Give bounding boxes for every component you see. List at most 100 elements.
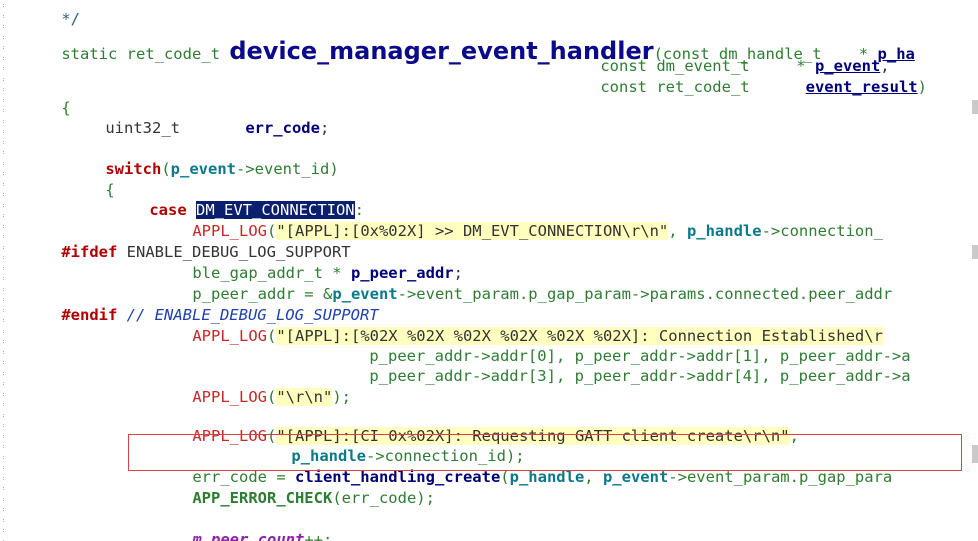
selected-token[interactable]: DM_EVT_CONNECTION <box>196 201 355 219</box>
code-line: uint32_t err_code; <box>68 98 329 137</box>
gutter-marker <box>3 539 8 541</box>
param-handle[interactable]: p_ha <box>877 45 915 63</box>
function-name[interactable]: device_manager_event_handler <box>229 37 654 65</box>
punctuation: ( <box>161 160 171 178</box>
operator: ++; <box>304 531 333 541</box>
keyword-case: case <box>149 201 187 219</box>
keyword-switch: switch <box>105 160 162 178</box>
code-line: { <box>68 160 114 199</box>
macro-appl-log[interactable]: APPL_LOG <box>192 222 267 240</box>
gutter-marker <box>3 508 8 511</box>
gutter-marker <box>3 319 8 322</box>
code-line: static ret_code_t device_manager_event_h… <box>24 6 915 65</box>
gutter-marker <box>3 350 8 354</box>
punctuation: ( <box>266 388 277 406</box>
gutter-marker <box>3 182 8 186</box>
gutter-marker <box>3 413 8 417</box>
scrollbar-marker[interactable] <box>972 245 978 259</box>
gutter-marker <box>3 403 8 406</box>
gutter-marker <box>3 4 8 7</box>
string-literal: "\r\n" <box>276 388 333 406</box>
member-access: ->connection_id); <box>365 447 525 465</box>
gutter-marker <box>3 193 8 196</box>
member-access: ->event_param.p_gap_param->params.connec… <box>397 285 893 303</box>
gutter-marker <box>3 203 8 207</box>
code-line: APPL_LOG("[APPL]:[CI 0x%02X]: Requesting… <box>155 406 799 445</box>
scrollbar-marker[interactable] <box>972 100 978 114</box>
punctuation: ); <box>332 388 351 406</box>
variable-m-peer-count[interactable]: m_peer_count <box>192 531 305 541</box>
punctuation: ( <box>266 327 277 345</box>
code-line: APPL_LOG("\r\n"); <box>155 367 351 406</box>
param-event[interactable]: p_event <box>814 57 881 75</box>
variable-p-handle[interactable]: p_handle <box>686 222 762 240</box>
code-line: #endif // ENABLE_DEBUG_LOG_SUPPORT <box>24 285 378 324</box>
code-line: const ret_code_t event_result) <box>563 57 927 96</box>
string-literal: "[APPL]:[0x%02X] >> DM_EVT_CONNECTION\r\… <box>276 222 669 240</box>
member-access: ->event_param.p_gap_para <box>668 468 893 486</box>
macro-app-error-check[interactable]: APP_ERROR_CHECK <box>192 489 333 507</box>
function-call-client-handling-create[interactable]: client_handling_create <box>294 468 501 486</box>
gutter-marker <box>3 35 8 39</box>
brace: { <box>61 99 71 117</box>
gutter-marker <box>3 98 8 102</box>
code-line: p_peer_addr = &p_event->event_param.p_ga… <box>155 264 892 303</box>
gutter-marker <box>3 466 8 469</box>
param-type: const ret_code_t <box>600 78 806 96</box>
variable-p-handle[interactable]: p_handle <box>509 468 585 486</box>
macro-appl-log[interactable]: APPL_LOG <box>192 327 267 345</box>
gutter-marker <box>3 235 8 238</box>
code-line: { <box>24 78 70 117</box>
gutter-marker <box>3 119 8 123</box>
line-gutter <box>0 0 14 541</box>
variable-err-code[interactable]: err_code <box>245 119 320 137</box>
punctuation: ; <box>453 264 463 282</box>
gutter-marker <box>3 266 8 270</box>
param-event-result[interactable]: event_result <box>805 78 918 96</box>
punctuation: ( <box>266 427 277 445</box>
punctuation: , <box>789 427 799 445</box>
gutter-marker <box>3 67 8 70</box>
gutter-marker <box>3 214 8 217</box>
punctuation: ( <box>500 468 510 486</box>
punctuation: , <box>668 222 687 240</box>
code-line: */ <box>24 0 80 28</box>
code-line: err_code = client_handling_create(p_hand… <box>155 447 892 486</box>
member-access: ->connection_ <box>761 222 883 240</box>
punctuation: , <box>584 468 603 486</box>
gutter-marker <box>3 151 8 154</box>
scrollbar-marker[interactable] <box>972 445 978 463</box>
gutter-marker <box>3 77 8 81</box>
argument-list: p_peer_addr->addr[0], p_peer_addr->addr[… <box>369 347 911 365</box>
code-line: APPL_LOG("[APPL]:[%02X %02X %02X %02X %0… <box>155 306 883 345</box>
macro-appl-log[interactable]: APPL_LOG <box>192 427 267 445</box>
gutter-marker <box>3 424 8 427</box>
gutter-marker <box>3 172 8 175</box>
gutter-marker <box>3 130 8 133</box>
string-literal: "[APPL]:[%02X %02X %02X %02X %02X %02X]:… <box>276 327 883 345</box>
brace: { <box>105 181 115 199</box>
macro-appl-log[interactable]: APPL_LOG <box>192 388 267 406</box>
gutter-marker <box>3 298 8 301</box>
gutter-marker <box>3 161 8 165</box>
gutter-marker <box>3 445 8 448</box>
gutter-marker <box>3 140 8 144</box>
gutter-marker <box>3 287 8 291</box>
variable-p-event[interactable]: p_event <box>170 160 236 178</box>
gutter-marker <box>3 340 8 343</box>
variable-p-event[interactable]: p_event <box>332 285 398 303</box>
directive-endif: #endif <box>61 306 118 324</box>
gutter-marker <box>3 434 8 438</box>
return-type: static ret_code_t <box>61 45 230 63</box>
member-access: ->event_id) <box>236 160 339 178</box>
punctuation: ( <box>266 222 277 240</box>
variable-p-peer-addr[interactable]: p_peer_addr <box>350 264 454 282</box>
code-line: p_peer_addr->addr[3], p_peer_addr->addr[… <box>332 346 910 385</box>
gutter-marker <box>3 487 8 490</box>
variable-p-handle[interactable]: p_handle <box>291 447 366 465</box>
gutter-marker <box>3 476 8 480</box>
gutter-marker <box>3 518 8 522</box>
gutter-marker <box>3 46 8 49</box>
variable-p-event[interactable]: p_event <box>602 468 669 486</box>
